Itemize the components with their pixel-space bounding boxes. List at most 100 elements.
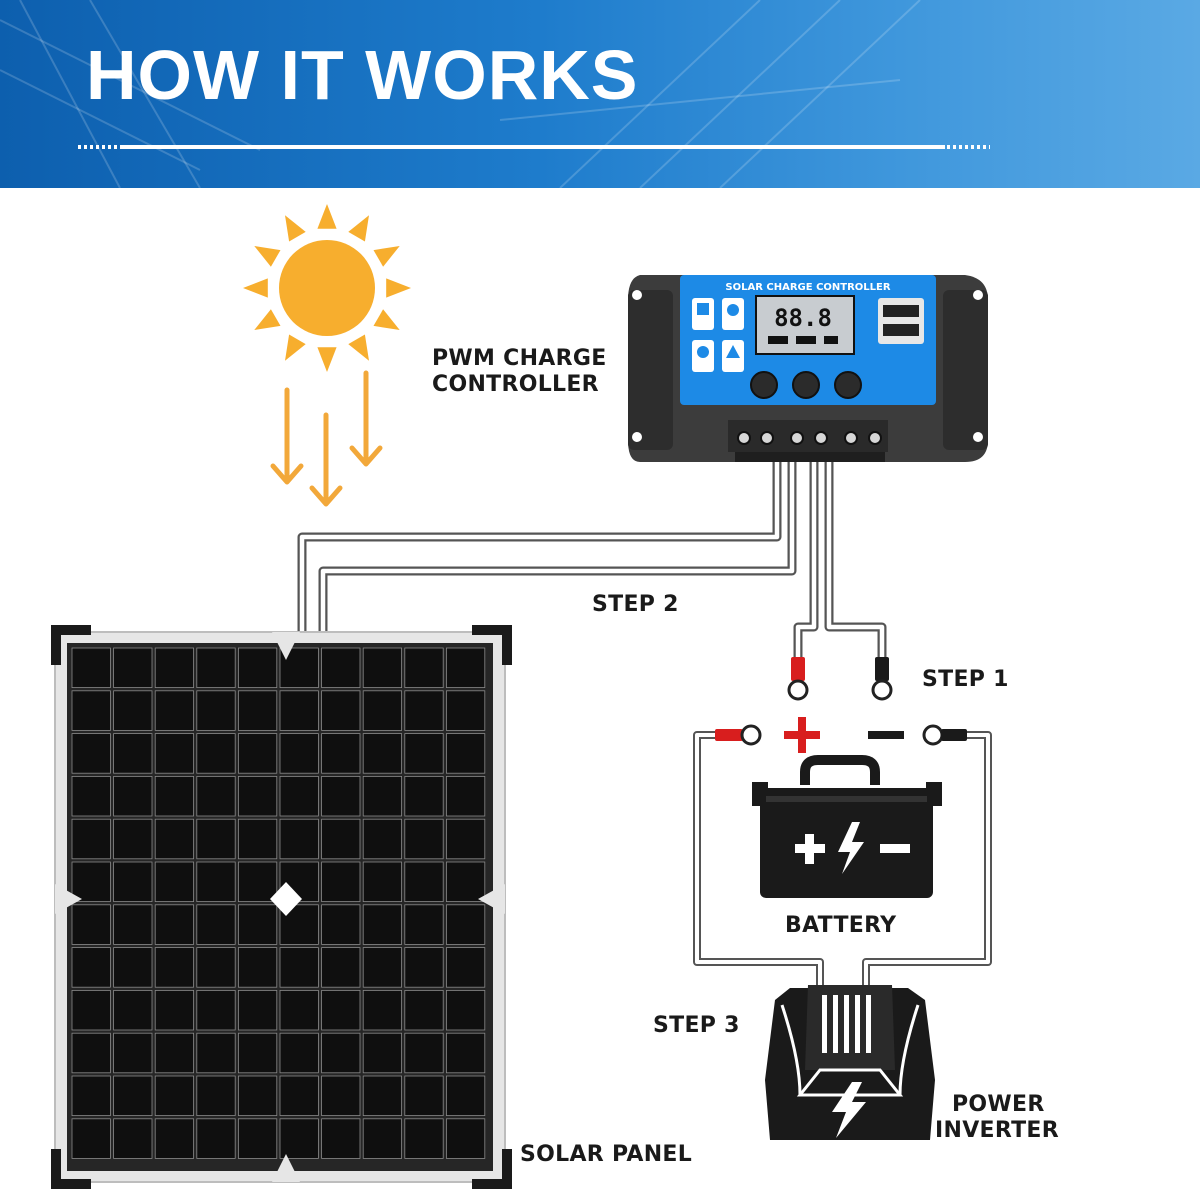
sunlight-arrow-icon xyxy=(352,373,380,464)
panel-cell xyxy=(238,776,276,816)
panel-cell xyxy=(363,862,401,902)
panel-wires xyxy=(302,460,792,632)
controller-down-button[interactable] xyxy=(835,372,861,398)
panel-cell xyxy=(114,734,152,774)
panel-cell xyxy=(72,1119,110,1159)
panel-cell xyxy=(405,691,443,731)
panel-cell xyxy=(446,1033,484,1073)
panel-cell xyxy=(155,1076,193,1116)
panel-cell xyxy=(280,1033,318,1073)
panel-cell xyxy=(322,948,360,988)
panel-cell xyxy=(405,819,443,859)
solar-panel xyxy=(51,625,512,1189)
panel-cell xyxy=(114,1033,152,1073)
sunlight-arrows xyxy=(273,373,380,504)
panel-cell xyxy=(280,948,318,988)
panel-cell xyxy=(363,1119,401,1159)
panel-cell xyxy=(363,1076,401,1116)
panel-cell xyxy=(197,862,235,902)
panel-cell xyxy=(197,948,235,988)
sunlight-arrow-icon xyxy=(273,390,301,482)
panel-cell xyxy=(446,691,484,731)
panel-cell xyxy=(72,691,110,731)
ring-terminal-positive xyxy=(789,657,807,699)
panel-cell xyxy=(405,862,443,902)
panel-cell xyxy=(363,905,401,945)
panel-cell xyxy=(363,776,401,816)
panel-cell xyxy=(405,734,443,774)
panel-cell xyxy=(72,990,110,1030)
panel-cell xyxy=(322,1119,360,1159)
panel-cell xyxy=(322,819,360,859)
panel-cell xyxy=(446,1076,484,1116)
panel-cell xyxy=(155,734,193,774)
panel-cell xyxy=(72,819,110,859)
panel-cell xyxy=(280,691,318,731)
step-2-label: STEP 2 xyxy=(592,592,679,618)
panel-cell xyxy=(238,1076,276,1116)
battery-lead-negative xyxy=(924,726,967,744)
panel-cell xyxy=(114,691,152,731)
panel-cell xyxy=(197,1119,235,1159)
panel-cell xyxy=(197,648,235,688)
solar-panel-label: SOLAR PANEL xyxy=(520,1142,692,1168)
battery-label: BATTERY xyxy=(785,913,896,939)
panel-cell xyxy=(446,819,484,859)
panel-cell xyxy=(405,1119,443,1159)
usb-port-icon xyxy=(878,298,924,344)
panel-cell xyxy=(322,734,360,774)
panel-cell xyxy=(238,1119,276,1159)
panel-cell xyxy=(197,1076,235,1116)
wiring-diagram: SOLAR CHARGE CONTROLLER 88.8 xyxy=(0,188,1200,1200)
inverter-label-line1: POWER xyxy=(952,1092,1045,1118)
charge-controller: SOLAR CHARGE CONTROLLER 88.8 xyxy=(628,275,988,462)
panel-cell xyxy=(114,776,152,816)
sun-ray xyxy=(285,215,306,241)
panel-cell xyxy=(405,990,443,1030)
panel-cell xyxy=(197,691,235,731)
panel-cell xyxy=(363,691,401,731)
panel-cell xyxy=(197,1033,235,1073)
panel-cell xyxy=(280,734,318,774)
controller-menu-button[interactable] xyxy=(751,372,777,398)
sun-ray xyxy=(243,278,268,297)
panel-cell xyxy=(280,1119,318,1159)
panel-cell xyxy=(322,990,360,1030)
panel-cell xyxy=(322,648,360,688)
panel-cell xyxy=(446,1119,484,1159)
panel-cell xyxy=(114,905,152,945)
panel-cell xyxy=(446,648,484,688)
page-title: HOW IT WORKS xyxy=(86,40,638,110)
sun-ray xyxy=(386,278,411,297)
panel-cell xyxy=(155,1033,193,1073)
panel-cell xyxy=(155,905,193,945)
sun-ray xyxy=(254,246,280,267)
panel-cell xyxy=(405,905,443,945)
controller-title: SOLAR CHARGE CONTROLLER xyxy=(725,282,890,293)
panel-cell xyxy=(155,819,193,859)
controller-up-button[interactable] xyxy=(793,372,819,398)
panel-cell xyxy=(322,1033,360,1073)
panel-cell xyxy=(197,905,235,945)
sunlight-arrow-icon xyxy=(312,415,340,504)
panel-cell xyxy=(197,819,235,859)
panel-cell xyxy=(72,734,110,774)
panel-cell xyxy=(72,948,110,988)
panel-cell xyxy=(238,948,276,988)
panel-cell xyxy=(446,776,484,816)
panel-cell xyxy=(405,1033,443,1073)
panel-cell xyxy=(363,819,401,859)
panel-cell xyxy=(405,1076,443,1116)
panel-cell xyxy=(363,948,401,988)
ring-terminal-negative xyxy=(873,657,891,699)
panel-cell xyxy=(238,862,276,902)
panel-cell xyxy=(72,648,110,688)
inverter-label-line2: INVERTER xyxy=(935,1118,1059,1144)
panel-cell xyxy=(114,1076,152,1116)
panel-cell xyxy=(446,990,484,1030)
sun-ray xyxy=(374,309,400,330)
panel-cell xyxy=(197,734,235,774)
panel-cell xyxy=(238,819,276,859)
panel-cell xyxy=(114,648,152,688)
panel-cell xyxy=(114,862,152,902)
